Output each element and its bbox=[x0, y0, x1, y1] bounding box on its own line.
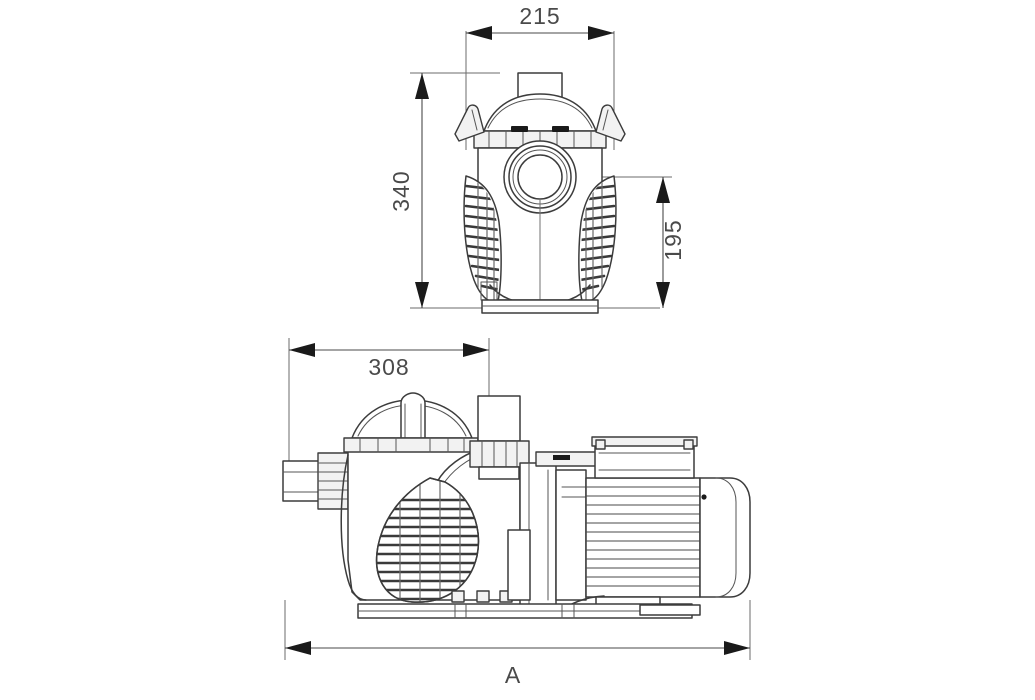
side-lid-handle bbox=[400, 392, 426, 439]
dimension-308: 308 bbox=[289, 343, 489, 380]
side-suction-pipe bbox=[282, 460, 323, 502]
side-drain-plug-1 bbox=[451, 590, 465, 603]
arrow-A-right bbox=[724, 641, 750, 655]
side-motor-screw-dot bbox=[701, 494, 707, 500]
arrow-215-right bbox=[588, 26, 614, 40]
side-lid-collar bbox=[343, 437, 479, 453]
side-base-plate-tab bbox=[639, 604, 701, 616]
side-seal-plate-lower-boss bbox=[507, 529, 531, 601]
front-lid-tab-right bbox=[552, 126, 569, 132]
arrow-195-top bbox=[656, 177, 670, 203]
side-basket-outline bbox=[375, 477, 480, 603]
front-lid-tab-left bbox=[511, 126, 528, 132]
side-pump-body bbox=[282, 392, 751, 619]
front-lid-handle-left bbox=[454, 104, 485, 142]
side-terminal-bolt-right bbox=[683, 439, 694, 450]
side-terminal-bolt-left bbox=[595, 439, 606, 450]
arrow-308-left bbox=[289, 343, 315, 357]
side-terminal-box bbox=[594, 443, 695, 479]
side-lid-collar-ribs bbox=[359, 437, 465, 453]
dimension-195: 195 bbox=[656, 177, 686, 308]
side-flange-bolt-mark bbox=[553, 455, 570, 460]
side-drain-plugs bbox=[451, 590, 513, 603]
arrow-A-left bbox=[285, 641, 311, 655]
dim-label-340: 340 bbox=[388, 170, 414, 211]
side-motor-cooling-fins bbox=[586, 486, 700, 587]
arrow-215-left bbox=[466, 26, 492, 40]
front-pump-body bbox=[454, 72, 626, 314]
front-lid-dome-inner bbox=[487, 98, 593, 129]
side-end-bell-inner bbox=[715, 477, 737, 598]
dimension-340: 340 bbox=[388, 73, 429, 308]
front-lid-handle-right bbox=[595, 104, 626, 142]
dim-label-308: 308 bbox=[368, 354, 409, 380]
side-motor-end-bell bbox=[699, 477, 751, 598]
arrow-308-right bbox=[463, 343, 489, 357]
side-discharge-riser bbox=[477, 395, 521, 442]
arrow-340-top bbox=[415, 73, 429, 99]
dim-label-195: 195 bbox=[660, 219, 686, 260]
side-discharge-base bbox=[478, 466, 520, 480]
front-lid-dome bbox=[483, 93, 597, 132]
side-discharge-nut-ribs bbox=[481, 440, 518, 468]
side-terminal-box-lid bbox=[591, 436, 698, 447]
dim-label-215: 215 bbox=[519, 3, 560, 29]
side-lid-handle-edges bbox=[404, 403, 422, 439]
dimension-215: 215 bbox=[466, 3, 614, 40]
dimension-A: A bbox=[285, 641, 750, 688]
arrow-195-bottom bbox=[656, 282, 670, 308]
side-drain-plug-2 bbox=[476, 590, 490, 603]
arrow-340-bottom bbox=[415, 282, 429, 308]
dim-label-A: A bbox=[505, 662, 521, 688]
front-elevation-view: 215 340 195 bbox=[388, 3, 686, 314]
side-pot-left-wall bbox=[340, 454, 367, 601]
front-lid-handle-right-rib bbox=[602, 109, 609, 131]
side-base-ribs bbox=[454, 603, 575, 619]
side-elevation-view: 308 A bbox=[282, 338, 751, 688]
front-lid-handle-left-rib bbox=[471, 109, 478, 131]
side-motor-adapter bbox=[555, 469, 587, 601]
front-suction-bore bbox=[517, 154, 563, 200]
